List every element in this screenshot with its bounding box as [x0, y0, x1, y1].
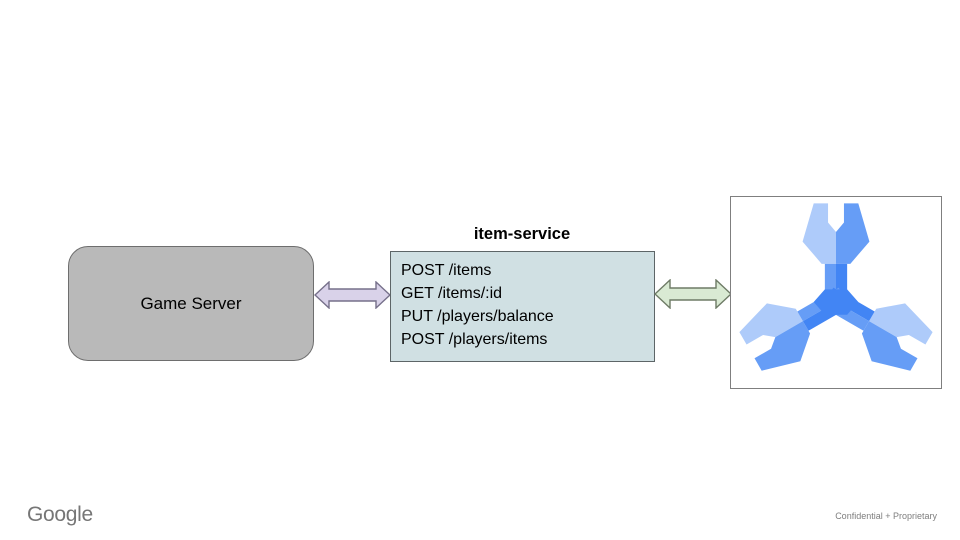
item-service-shape[interactable]: POST /items GET /items/:id PUT /players/…	[390, 251, 655, 362]
cloud-spanner-icon	[739, 203, 933, 371]
google-logo: Google	[27, 503, 93, 526]
endpoint-line: PUT /players/balance	[401, 308, 554, 325]
spanner-face	[739, 303, 803, 345]
double-arrow-icon	[654, 279, 732, 309]
spanner-image-frame[interactable]	[730, 196, 942, 389]
double-arrow-icon	[314, 281, 391, 309]
endpoint-line: POST /players/items	[401, 331, 548, 348]
game-server-shape[interactable]: Game Server	[68, 246, 314, 361]
game-server-label: Game Server	[140, 293, 242, 313]
spanner-face	[861, 321, 918, 371]
spanner-face	[869, 303, 933, 345]
endpoint-line: POST /items	[401, 262, 492, 279]
spanner-face	[836, 203, 870, 264]
endpoint-line: GET /items/:id	[401, 285, 503, 302]
spanner-center-face	[813, 289, 859, 315]
arrow-game-to-service[interactable]	[314, 281, 391, 309]
service-title: item-service	[473, 225, 571, 243]
spanner-face	[754, 321, 811, 371]
confidentiality-note: Confidential + Proprietary	[835, 511, 937, 521]
spanner-face	[802, 203, 836, 264]
arrow-service-to-spanner[interactable]	[654, 279, 732, 309]
